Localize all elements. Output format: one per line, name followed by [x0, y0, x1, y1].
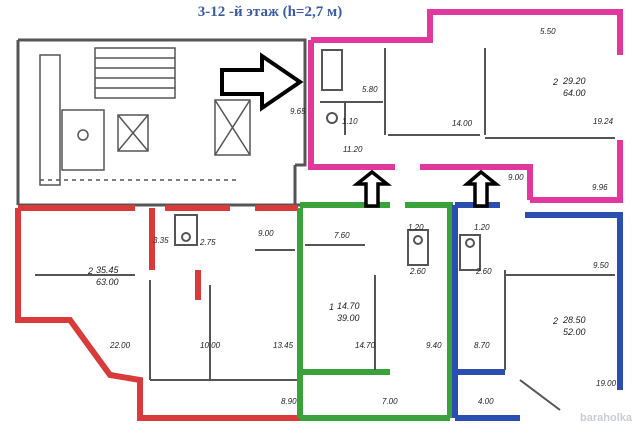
area-label: 22.00 — [109, 341, 131, 350]
living-area: 14.70 — [337, 301, 360, 311]
arrow-up-icon — [352, 169, 392, 208]
total-area: 52.00 — [563, 327, 586, 337]
area-label: 8.90 — [281, 397, 297, 406]
area-label: 9.40 — [426, 341, 442, 350]
area-label: 5.50 — [540, 27, 556, 36]
area-label: 14.70 — [355, 341, 376, 350]
area-label: 4.00 — [478, 397, 494, 406]
area-label: 9.50 — [593, 261, 609, 270]
living-area: 35.45 — [96, 265, 120, 275]
area-label: 9.00 — [508, 173, 524, 182]
apartment-green[interactable] — [297, 202, 453, 421]
living-area: 29.20 — [562, 76, 586, 86]
area-label: 7.60 — [334, 231, 350, 240]
apartment-rooms: 2 — [87, 266, 93, 276]
area-label: 1.20 — [408, 223, 424, 232]
area-label: 7.00 — [382, 397, 398, 406]
area-label: 1.20 — [474, 223, 490, 232]
area-label: 11.20 — [343, 145, 363, 154]
apartment-red[interactable] — [15, 205, 300, 421]
apartment-blue-interior — [459, 234, 615, 411]
watermark: baraholka — [580, 412, 632, 424]
area-label: 5.80 — [362, 85, 378, 94]
total-area: 64.00 — [563, 88, 586, 98]
area-label: 8.70 — [474, 341, 490, 350]
area-label: 1.10 — [342, 117, 358, 126]
apartment-green-interior — [305, 229, 429, 370]
apartment-red-interior — [35, 214, 300, 381]
apartment-blue[interactable] — [452, 202, 623, 421]
area-label: 13.45 — [273, 341, 294, 350]
arrow-right-icon — [220, 52, 304, 112]
area-label: 19.00 — [596, 379, 617, 388]
arrow-up-icon — [462, 169, 501, 208]
area-label: 10.00 — [200, 341, 221, 350]
apartment-rooms: 1 — [329, 302, 334, 312]
living-area: 28.50 — [562, 315, 586, 325]
floor-title: 3-12 -й этаж (h=2,7 м) — [197, 4, 343, 20]
area-label: 9.96 — [592, 183, 608, 192]
apartment-rooms: 2 — [552, 316, 558, 326]
area-label: 14.00 — [452, 119, 473, 128]
area-label: 9.65 — [290, 107, 306, 116]
total-area: 39.00 — [337, 313, 360, 323]
area-label: 2.75 — [199, 238, 216, 247]
area-label: 3.35 — [153, 236, 169, 245]
total-area: 63.00 — [96, 277, 119, 287]
apartment-magenta[interactable] — [308, 9, 623, 203]
area-label: 2.60 — [475, 267, 492, 276]
area-label: 19.24 — [593, 117, 614, 126]
stair-core — [39, 47, 251, 186]
area-label: 2.60 — [409, 267, 426, 276]
apartment-magenta-interior — [320, 48, 615, 139]
area-label: 9.00 — [258, 229, 274, 238]
apartment-rooms: 2 — [552, 77, 558, 87]
